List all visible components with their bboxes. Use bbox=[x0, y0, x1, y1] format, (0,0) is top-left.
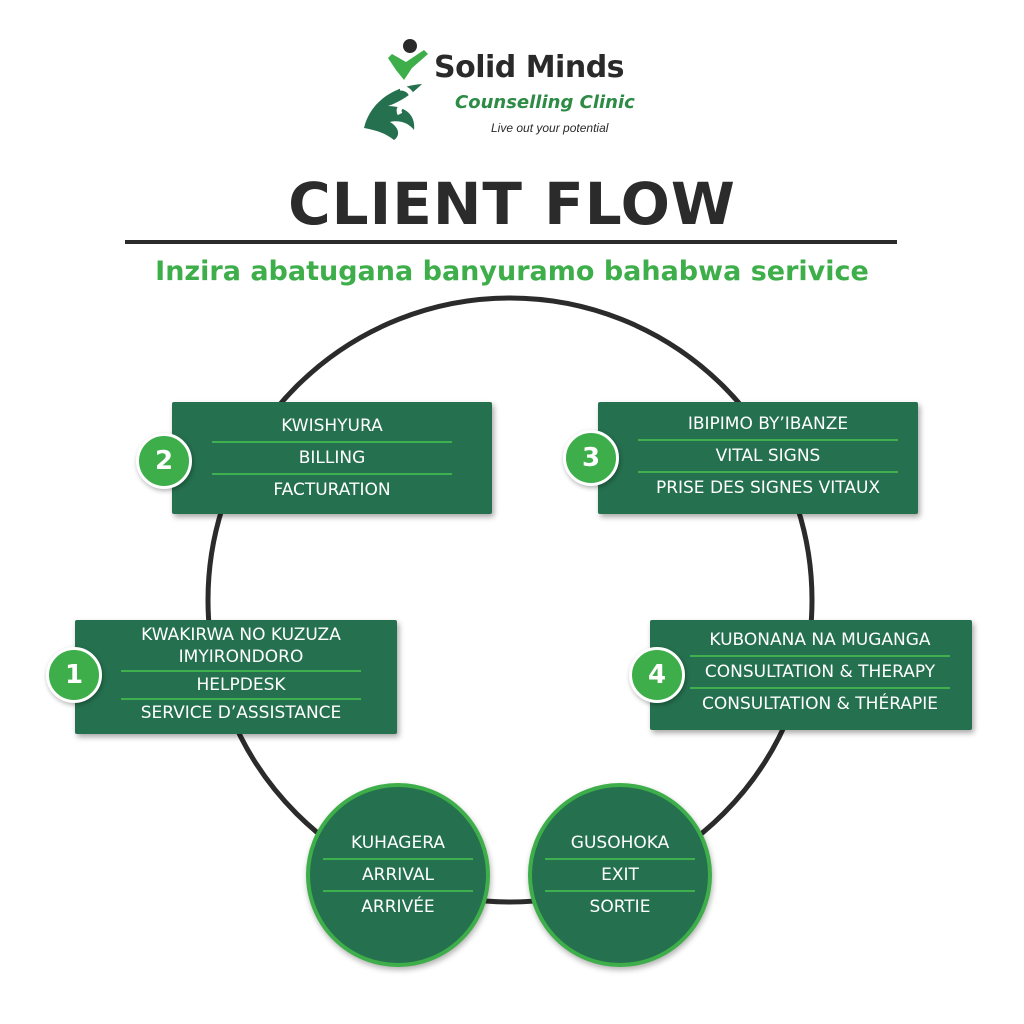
step-2-card: KWISHYURA BILLING FACTURATION bbox=[172, 402, 492, 514]
step-3-badge: 3 bbox=[563, 430, 619, 486]
step-4-line-3: CONSULTATION & THÉRAPIE bbox=[702, 694, 938, 714]
step-4-card: KUBONANA NA MUGANGA CONSULTATION & THERA… bbox=[650, 620, 972, 730]
step-3-line-2: VITAL SIGNS bbox=[715, 446, 821, 466]
step-1-card: KWAKIRWA NO KUZUZA IMYIRONDORO HELPDESK … bbox=[75, 620, 397, 734]
exit-line-2: EXIT bbox=[601, 865, 639, 885]
step-1-line-4: SERVICE D’ASSISTANCE bbox=[140, 703, 342, 723]
step-4-badge: 4 bbox=[629, 647, 685, 703]
page-subtitle: Inzira abatugana banyuramo bahabwa seriv… bbox=[155, 256, 869, 287]
step-4-line-1: KUBONANA NA MUGANGA bbox=[709, 630, 931, 650]
step-1-line-1: KWAKIRWA NO KUZUZA bbox=[141, 625, 341, 645]
step-2-line-2: BILLING bbox=[298, 448, 366, 468]
step-2-line-1: KWISHYURA bbox=[281, 416, 383, 436]
arrival-line-3: ARRIVÉE bbox=[361, 897, 435, 917]
step-3-card: IBIPIMO BY’IBANZE VITAL SIGNS PRISE DES … bbox=[598, 402, 918, 514]
clinic-name: Solid Minds bbox=[434, 50, 625, 85]
arrival-circle: KUHAGERA ARRIVAL ARRIVÉE bbox=[306, 783, 490, 967]
exit-line-3: SORTIE bbox=[589, 897, 651, 917]
step-3-line-3: PRISE DES SIGNES VITAUX bbox=[655, 478, 881, 498]
step-3-line-1: IBIPIMO BY’IBANZE bbox=[687, 414, 849, 434]
clinic-subtitle: Counselling Clinic bbox=[455, 92, 635, 113]
clinic-logo: Solid Minds Counselling Clinic Live out … bbox=[360, 36, 670, 140]
title-divider bbox=[125, 240, 897, 244]
step-1-line-2: IMYIRONDORO bbox=[178, 647, 304, 667]
step-1-line-3: HELPDESK bbox=[196, 675, 286, 695]
exit-circle: GUSOHOKA EXIT SORTIE bbox=[528, 783, 712, 967]
arrival-line-2: ARRIVAL bbox=[362, 865, 434, 885]
page-title: CLIENT FLOW bbox=[288, 170, 736, 238]
arrival-line-1: KUHAGERA bbox=[351, 833, 445, 853]
step-2-badge: 2 bbox=[136, 433, 192, 489]
step-1-badge: 1 bbox=[46, 647, 102, 703]
exit-line-1: GUSOHOKA bbox=[570, 833, 670, 853]
clinic-tagline: Live out your potential bbox=[491, 121, 609, 135]
logo-figure-icon bbox=[364, 39, 428, 140]
step-4-line-2: CONSULTATION & THERAPY bbox=[704, 662, 936, 682]
step-2-line-3: FACTURATION bbox=[273, 480, 391, 500]
